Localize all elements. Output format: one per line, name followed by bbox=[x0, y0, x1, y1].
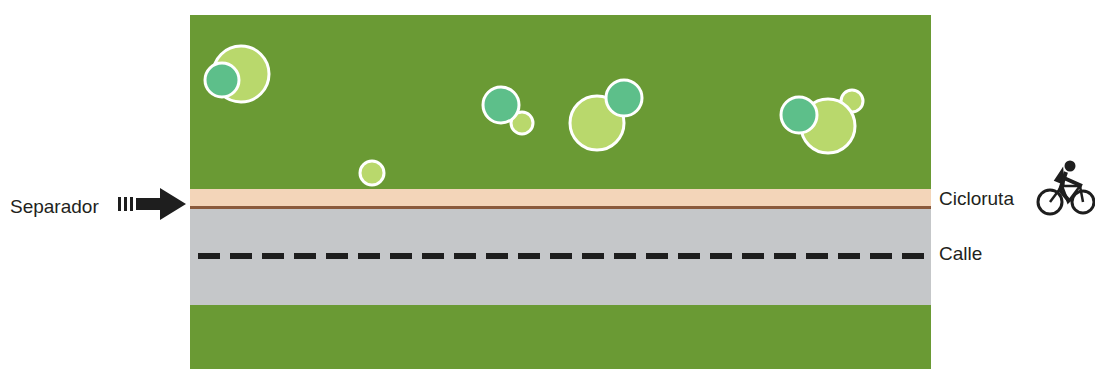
separator-line bbox=[190, 206, 931, 209]
cyclist-icon bbox=[1038, 161, 1094, 215]
bike-lane bbox=[190, 189, 931, 206]
trees bbox=[205, 46, 863, 185]
lane-dashes bbox=[198, 253, 925, 259]
green-area bbox=[190, 15, 931, 369]
separator-arrow bbox=[118, 188, 186, 220]
separator-label: Separador bbox=[10, 197, 99, 218]
street-label: Calle bbox=[939, 244, 982, 265]
bike-lane-label: Cicloruta bbox=[939, 189, 1014, 210]
street bbox=[190, 209, 931, 305]
